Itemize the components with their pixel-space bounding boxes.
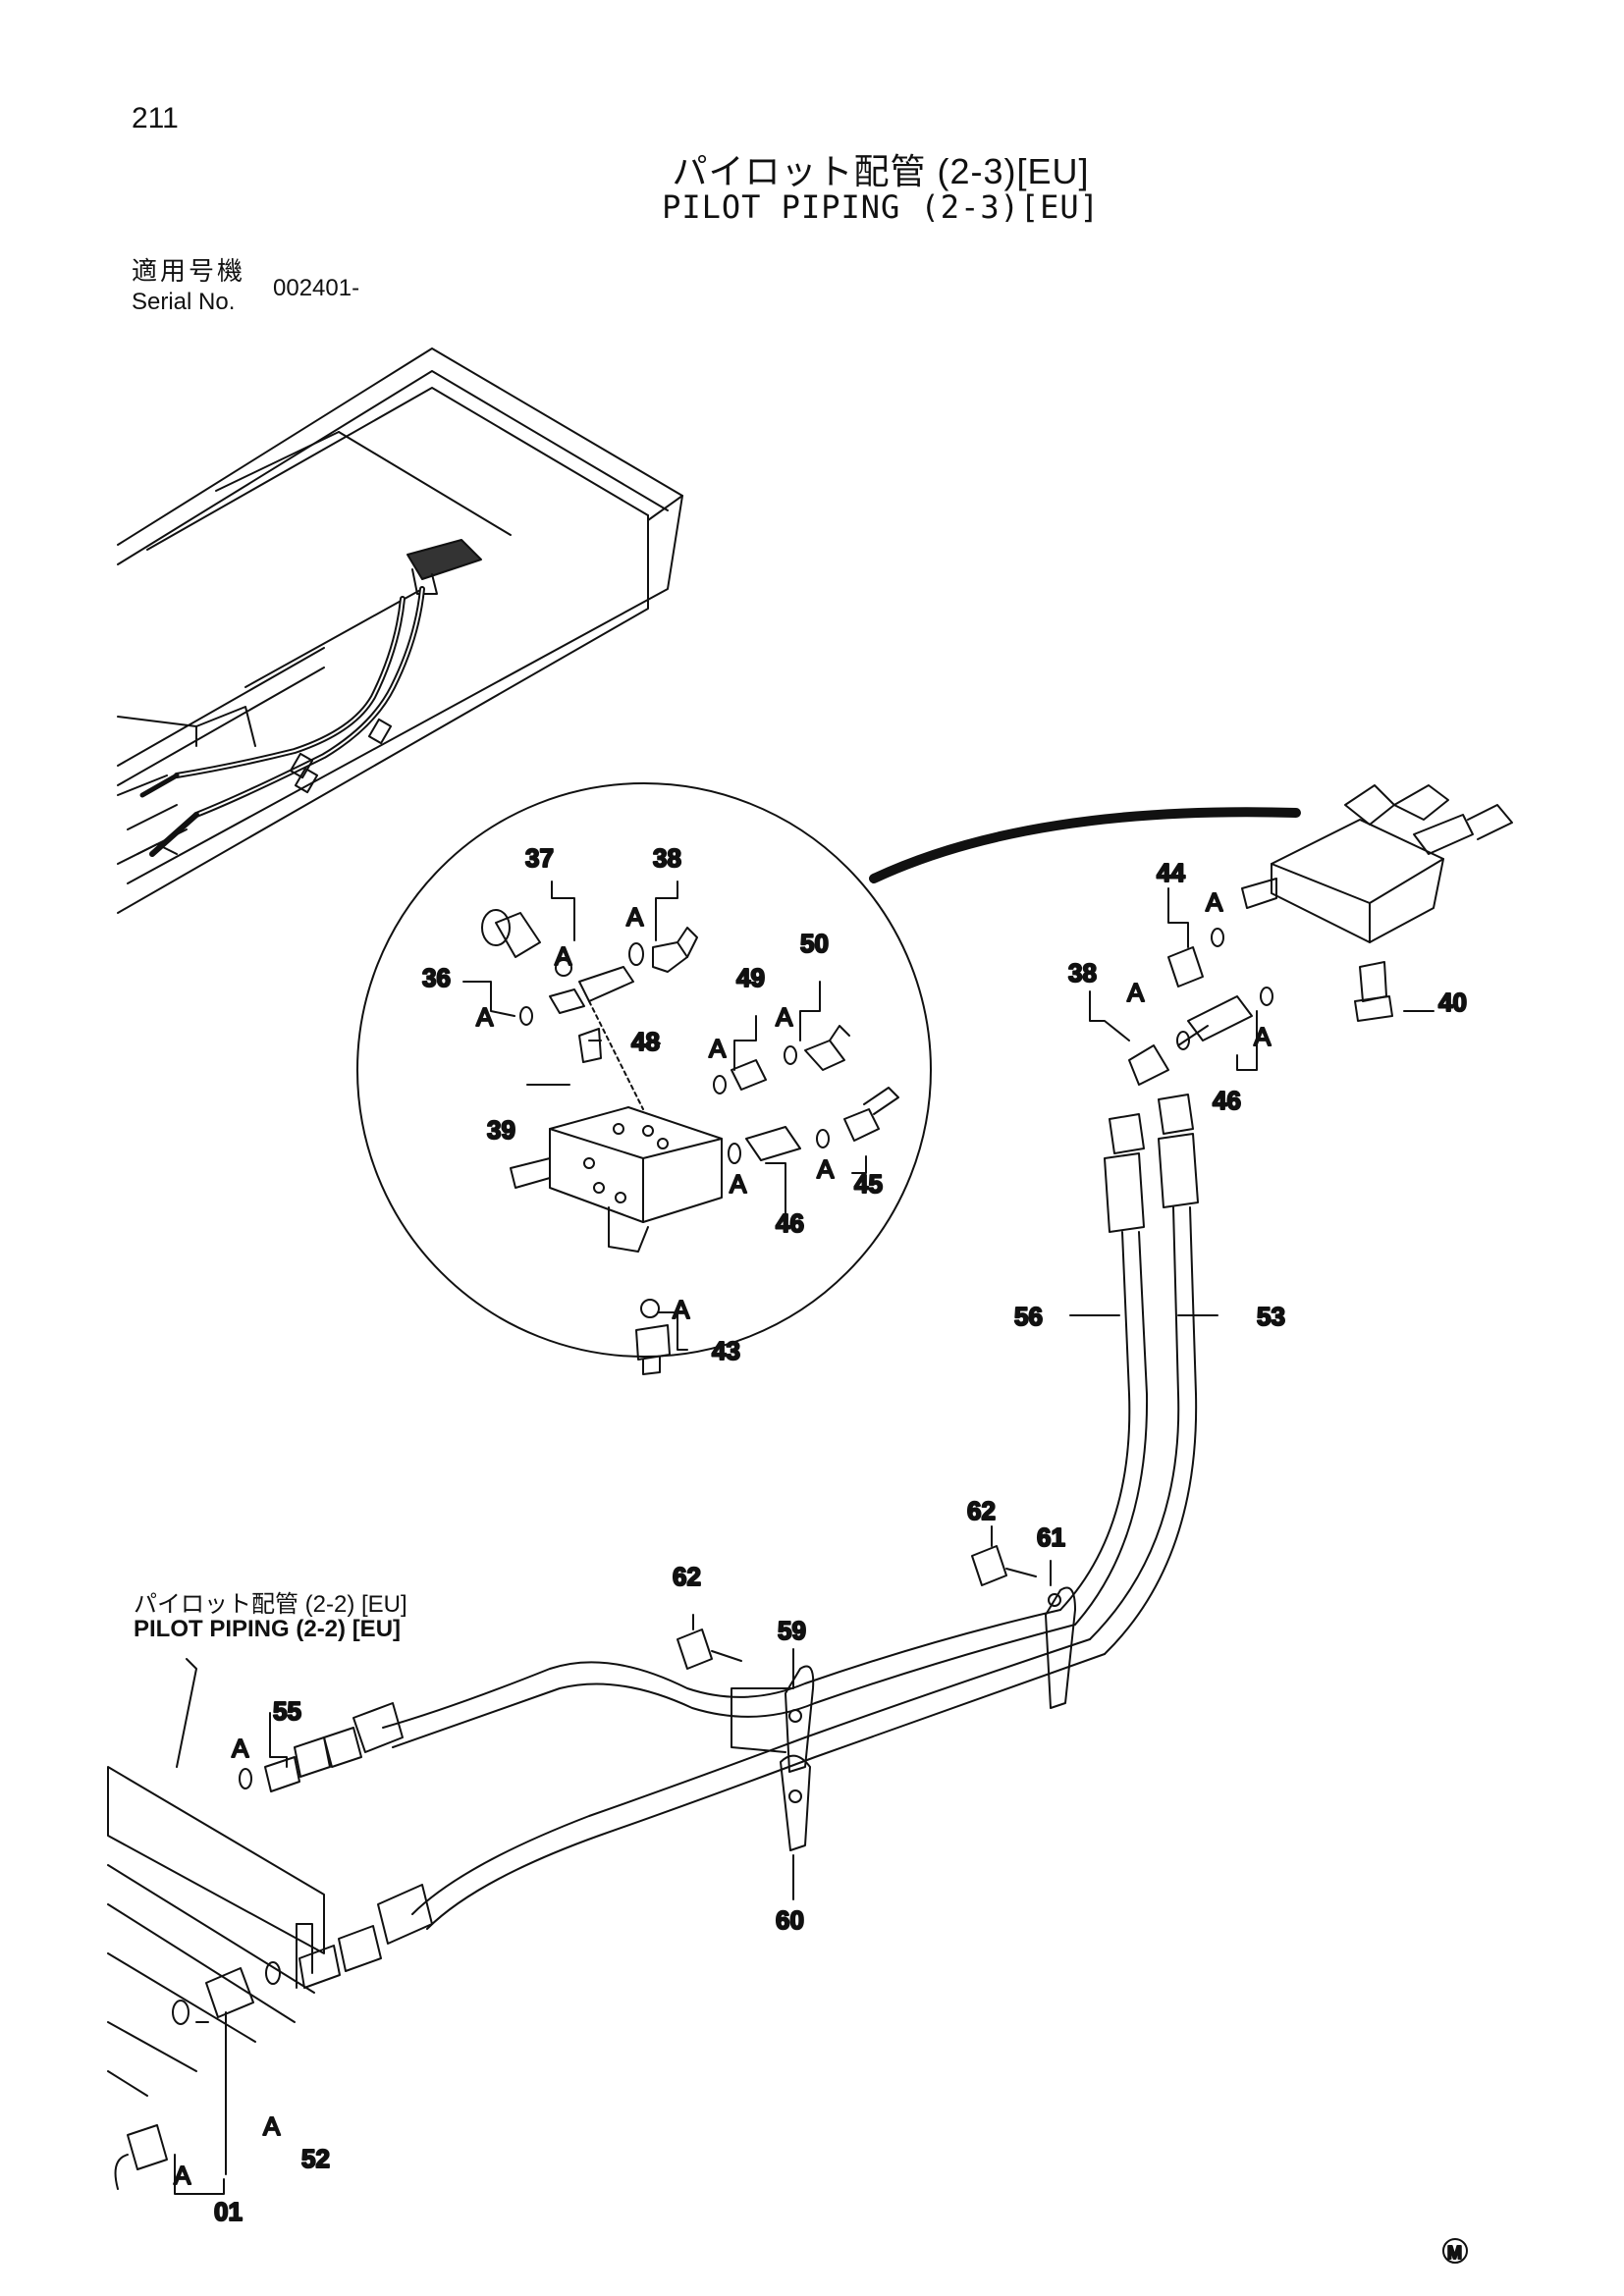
page-title-english: PILOT PIPING (2-3)[EU] [662, 188, 1100, 226]
part-label-48: 48 [631, 1027, 660, 1056]
part-label-53: 53 [1257, 1302, 1285, 1331]
right-valve-assembly [1059, 784, 1513, 1655]
o-ring-marker: A [626, 902, 644, 932]
machine-frame-overview [117, 347, 683, 914]
part-label-40: 40 [1438, 988, 1467, 1017]
manufacturer-mark: M [1447, 2243, 1462, 2263]
o-ring-marker: A [1127, 978, 1145, 1007]
o-ring-marker: A [1206, 887, 1223, 917]
part-label-38: 38 [653, 843, 681, 873]
o-ring-marker: A [730, 1169, 747, 1199]
o-ring-marker: A [673, 1295, 690, 1324]
o-ring-marker: A [1254, 1022, 1272, 1051]
o-ring-markers: A A A A A A A A A A A A A A [173, 886, 1272, 2191]
part-label-50: 50 [800, 929, 829, 958]
part-label-43: 43 [712, 1336, 740, 1365]
o-ring-marker: A [174, 2161, 191, 2190]
serial-label-english: Serial No. [132, 289, 236, 315]
manufacturer-mark-circle [1442, 2238, 1468, 2264]
part-label-61: 61 [1037, 1522, 1065, 1552]
part-label-36: 36 [422, 963, 451, 992]
serial-label-japanese: 適用号機 [132, 256, 246, 286]
o-ring-marker: A [555, 941, 572, 971]
part-label-38-right: 38 [1068, 958, 1097, 988]
o-ring-marker: A [232, 1734, 249, 1763]
part-label-01: 01 [214, 2197, 243, 2226]
part-label-46: 46 [776, 1208, 804, 1238]
part-label-44: 44 [1157, 858, 1185, 887]
detail-link-line [869, 807, 1301, 883]
part-label-45: 45 [854, 1169, 883, 1199]
part-label-56: 56 [1014, 1302, 1043, 1331]
cross-reference-japanese: パイロット配管 (2-2) [EU] [134, 1591, 407, 1618]
part-label-39: 39 [487, 1115, 515, 1145]
o-ring-marker: A [709, 1034, 727, 1063]
part-label-62-left: 62 [673, 1562, 701, 1591]
part-label-60: 60 [776, 1905, 804, 1935]
part-label-52: 52 [301, 2144, 330, 2173]
lower-piping-assembly [107, 1545, 1106, 2190]
part-label-37: 37 [525, 843, 554, 873]
part-label-59: 59 [778, 1616, 806, 1645]
page-title-japanese: パイロット配管 (2-3)[EU] [672, 151, 1090, 191]
leader-lines [174, 881, 1435, 2195]
part-label-62: 62 [967, 1496, 996, 1525]
o-ring-marker: A [817, 1154, 835, 1184]
o-ring-marker: A [263, 2111, 281, 2141]
part-label-55: 55 [273, 1696, 301, 1726]
serial-number-value: 002401- [273, 275, 360, 301]
part-labels: 37 38 36 48 49 50 39 46 45 43 44 38 40 4… [213, 842, 1468, 2227]
o-ring-marker: A [776, 1002, 793, 1032]
part-label-46-right: 46 [1213, 1086, 1241, 1115]
o-ring-marker: A [476, 1002, 494, 1032]
cross-reference-english: PILOT PIPING (2-2) [EU] [134, 1616, 402, 1642]
page-number: 211 [132, 102, 179, 134]
detail-circle [356, 782, 932, 1375]
part-label-49: 49 [736, 963, 765, 992]
